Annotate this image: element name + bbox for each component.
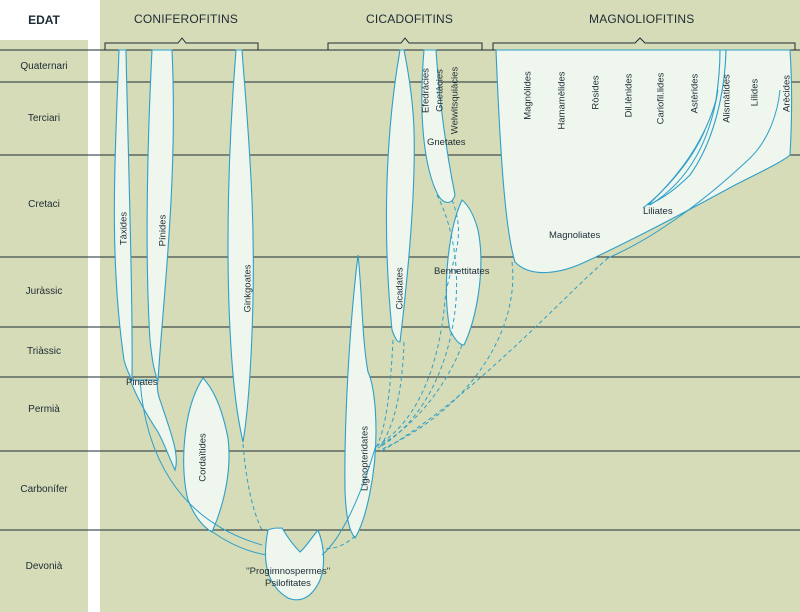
label-dillenides: Dil.lènides <box>623 73 635 118</box>
era-cretaci: Cretaci <box>28 199 60 210</box>
label-efedracies: Efedràcies <box>420 68 432 113</box>
separator-gutter <box>88 0 100 612</box>
era-permia: Permià <box>28 404 60 415</box>
label-taxides: Tàxides <box>118 211 130 246</box>
dash-magnoliates-2 <box>379 257 609 453</box>
branch-line-2 <box>649 89 719 206</box>
bennettitates-shape <box>445 199 482 346</box>
lignopteridates-shape <box>344 254 377 539</box>
bracket-cicadofitins <box>327 37 483 50</box>
label-ginkgoates: Ginkgoates <box>242 264 254 313</box>
pinides-shape <box>146 49 174 382</box>
branch-line-3 <box>642 129 706 209</box>
label-cicadates: Cicadates <box>394 267 406 310</box>
era-carbonifer: Carbonífer <box>20 484 68 495</box>
edat-header: EDAT <box>0 0 88 40</box>
dash-cicadates-2 <box>377 341 405 451</box>
label-cordaitides: Cordaïtides <box>197 433 209 482</box>
group-magnoliofitins: MAGNOLIOFITINS <box>589 12 695 26</box>
label-welwitsquiacies: Welwitsquiàcies <box>449 66 461 135</box>
ginkgoates-shape <box>227 49 254 443</box>
label-arecides: Arècides <box>781 75 793 112</box>
dash-ginkgoates <box>242 443 263 531</box>
progimnospermes-shape <box>264 527 325 601</box>
label-magnolides: Magnòlides <box>522 71 534 120</box>
era-devonia: Devonià <box>25 561 63 572</box>
era-jurassic: Juràssic <box>25 286 63 297</box>
gnetates-shape <box>421 49 456 204</box>
label-psilofitates: Psilofitates <box>265 578 311 589</box>
label-hamamelides: Hamamèlides <box>556 71 568 130</box>
liliates-shape <box>647 49 727 206</box>
label-liliates: Liliates <box>643 206 673 217</box>
era-terciari: Terciari <box>27 113 61 124</box>
pinates-shape <box>129 379 177 472</box>
label-cariofil-lides: Cariofil.lides <box>655 72 667 125</box>
label-pinides: Pínides <box>157 214 169 247</box>
label-progimnospermes: ''Progimnospermes'' <box>246 566 331 577</box>
magnoliate-internal-lines <box>607 89 781 259</box>
label-asterides: Astèrides <box>689 73 701 114</box>
branch-line-1 <box>607 89 781 259</box>
label-lignopteridates: Lignopteridates <box>359 426 371 491</box>
group-brackets <box>104 37 796 50</box>
taxides-shape <box>113 49 133 381</box>
conn-cordaitides <box>209 529 267 556</box>
label-bennettitates: Bennettitates <box>434 266 490 277</box>
dashed-connections <box>242 194 609 549</box>
group-coniferofitins: CONIFEROFITINS <box>134 12 239 26</box>
label-alismatides: Alismàtides <box>721 74 733 123</box>
conn-lignopteridates <box>321 444 377 556</box>
conn-pinates <box>139 379 263 546</box>
cicadates-shape <box>385 49 415 343</box>
bracket-magnoliofitins <box>492 37 796 50</box>
label-pinates: Pinates <box>126 377 158 388</box>
label-rosides: Ròsides <box>590 75 602 110</box>
era-quaternari: Quaternari <box>20 61 68 72</box>
bracket-coniferofitins <box>104 37 259 50</box>
dash-gnetates <box>377 199 459 446</box>
label-magnoliates: Magnoliates <box>549 230 601 241</box>
era-triassic: Triàssic <box>26 346 62 357</box>
label-gnetacies: Gnetàcies <box>434 69 446 112</box>
era-sidebar: EDAT Quaternari Terciari Cretaci Juràssi… <box>0 0 88 612</box>
root-connections <box>139 379 377 556</box>
dash-gnetates-2 <box>377 194 458 449</box>
label-gnetates: Gnetates <box>427 137 466 148</box>
dash-cicadates <box>375 339 394 449</box>
label-lilides: Lílides <box>749 78 761 107</box>
lineages <box>113 49 793 601</box>
dash-bennettitates <box>377 344 463 447</box>
group-cicadofitins: CICADOFITINS <box>366 12 454 26</box>
dash-lignopteridates <box>321 535 356 549</box>
